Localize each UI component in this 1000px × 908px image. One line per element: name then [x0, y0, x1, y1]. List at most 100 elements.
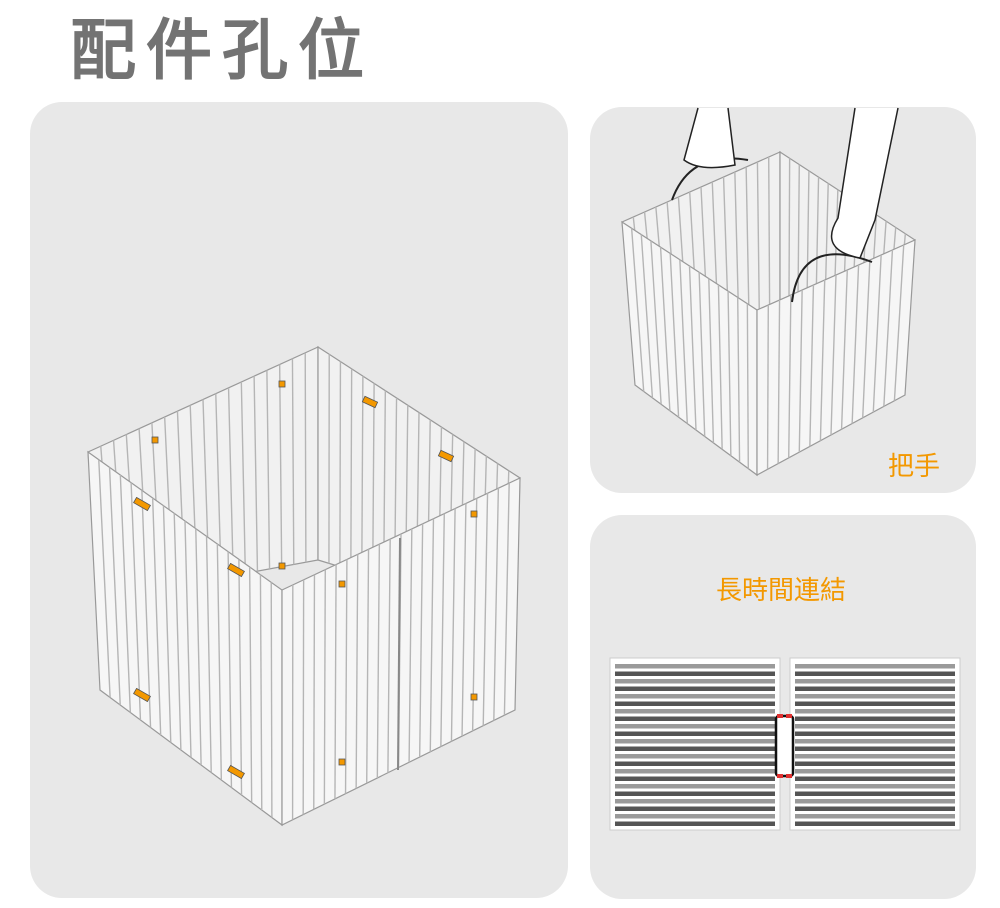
accessory-hole-marker — [278, 380, 286, 388]
bar — [615, 686, 775, 691]
bar — [248, 566, 253, 803]
bar — [717, 284, 723, 450]
bar — [795, 784, 955, 789]
page-title: 配件孔位 — [70, 12, 374, 89]
bar — [615, 679, 775, 684]
hand-left — [683, 107, 736, 169]
bar — [615, 821, 775, 826]
bar — [756, 161, 760, 313]
bar — [108, 467, 121, 706]
bar — [830, 274, 837, 436]
bar — [615, 814, 775, 819]
bar — [795, 761, 955, 766]
accessory-hole-marker — [151, 436, 159, 444]
bar — [216, 543, 223, 781]
connector — [774, 714, 795, 778]
bar — [130, 482, 142, 721]
bar — [795, 739, 955, 744]
bar — [640, 234, 654, 398]
bar — [366, 549, 370, 784]
bar — [862, 259, 871, 418]
accessory-hole-marker — [133, 496, 151, 512]
bar — [184, 520, 192, 758]
bar — [795, 709, 955, 714]
bar — [429, 518, 435, 752]
bar — [788, 294, 792, 458]
bar — [450, 508, 456, 742]
bar — [615, 799, 775, 804]
bar — [205, 536, 212, 773]
bar — [173, 513, 182, 751]
bar — [461, 503, 467, 737]
bar — [630, 228, 645, 392]
bar — [278, 364, 283, 567]
bar — [291, 358, 295, 565]
accessory-hole-marker — [227, 562, 245, 578]
fence-panel — [789, 657, 961, 831]
hand-right — [830, 107, 899, 259]
bar — [768, 156, 771, 312]
bar — [355, 554, 359, 789]
bar — [795, 686, 955, 691]
bar — [344, 559, 348, 794]
bar — [615, 709, 775, 714]
bar — [795, 701, 955, 706]
handle-box-illustration — [621, 107, 916, 477]
bar — [376, 544, 381, 778]
bar — [615, 671, 775, 676]
bar — [240, 381, 247, 574]
bar — [195, 528, 202, 766]
bar — [141, 490, 152, 728]
connected-panels-illustration — [609, 657, 961, 831]
bar — [883, 249, 894, 407]
accessory-hole-marker — [470, 510, 478, 518]
bar — [688, 265, 697, 431]
bar — [819, 279, 826, 441]
bar — [361, 376, 364, 574]
bar — [253, 376, 259, 572]
bar — [615, 754, 775, 759]
bar — [313, 574, 316, 810]
connector-clip — [786, 714, 792, 718]
bar — [334, 564, 337, 799]
bar — [795, 806, 955, 811]
bar — [266, 370, 271, 569]
bar — [840, 269, 848, 430]
bar — [503, 483, 510, 716]
bar — [795, 664, 955, 669]
accessory-hole-marker — [227, 764, 245, 780]
bar — [227, 387, 234, 576]
bar — [162, 505, 172, 743]
bar — [615, 731, 775, 736]
bar — [418, 523, 424, 758]
bar — [795, 746, 955, 751]
bar — [615, 664, 775, 669]
front-right-wall — [756, 239, 916, 477]
bar — [304, 352, 307, 563]
bar — [746, 303, 749, 469]
bar — [795, 671, 955, 676]
bar — [893, 244, 905, 401]
connector-clip — [777, 714, 783, 718]
bar — [615, 784, 775, 789]
long-link-label: 長時間連結 — [716, 576, 847, 606]
bar — [493, 488, 500, 721]
bar — [323, 569, 326, 805]
bar — [795, 814, 955, 819]
bar — [615, 746, 775, 751]
bar — [615, 724, 775, 729]
bar — [238, 559, 243, 796]
bar — [795, 799, 955, 804]
bar — [708, 278, 715, 443]
bar — [737, 297, 741, 463]
bar — [669, 253, 680, 418]
bar — [795, 731, 955, 736]
bar — [615, 739, 775, 744]
bar — [440, 513, 445, 747]
bar — [766, 304, 769, 470]
accessory-hole-marker — [338, 758, 346, 766]
bar — [615, 694, 775, 699]
accessory-hole-marker — [338, 580, 346, 588]
bar — [615, 806, 775, 811]
bar — [615, 761, 775, 766]
